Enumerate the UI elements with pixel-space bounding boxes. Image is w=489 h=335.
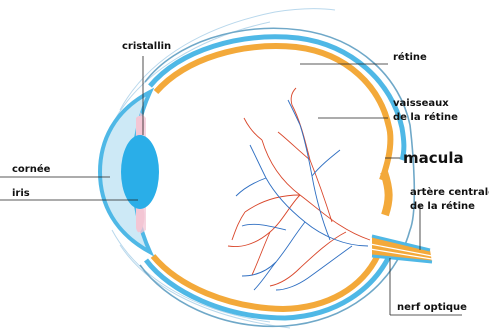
optic-nerve [370, 236, 432, 262]
lens [121, 135, 159, 209]
upper-eyelid-line [120, 9, 335, 110]
macula-region [384, 172, 389, 215]
label-nerf-optique: nerf optique [397, 302, 467, 313]
leader-lines [0, 56, 462, 315]
label-artere-line1: artère centrale [410, 186, 489, 198]
retinal-veins [236, 100, 368, 290]
label-retine: rétine [393, 51, 427, 63]
label-macula: macula [403, 149, 464, 167]
retina-layer [156, 46, 390, 180]
label-iris: iris [12, 188, 30, 199]
label-cornee: cornée [12, 163, 51, 175]
label-artere-line2: de la rétine [410, 200, 475, 212]
label-vaisseaux-line2: de la rétine [393, 111, 458, 123]
label-cristallin: cristallin [122, 41, 171, 52]
label-vaisseaux-line1: vaisseaux [393, 98, 449, 109]
